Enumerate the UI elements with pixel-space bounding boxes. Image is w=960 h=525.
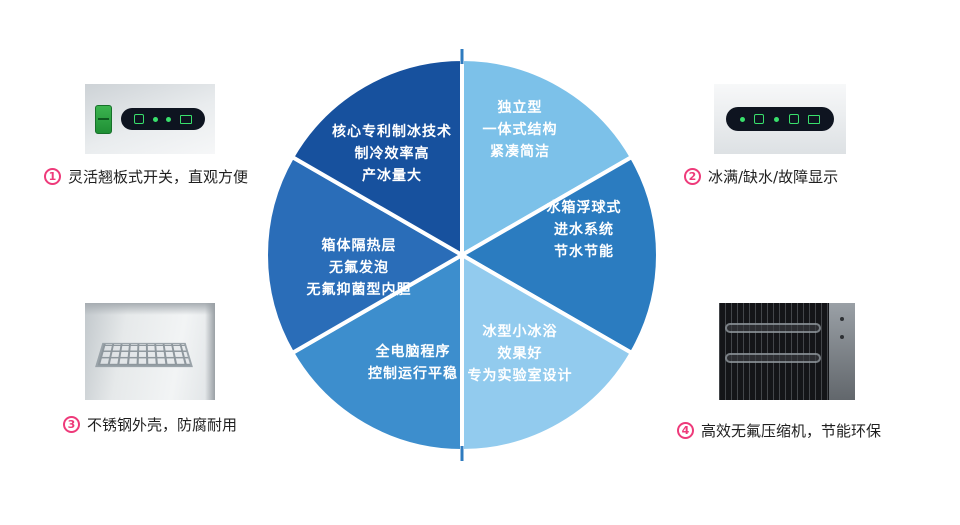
pipe-icon	[725, 323, 821, 333]
pie-sector-ice-bath	[460, 253, 634, 453]
green-button-icon	[754, 114, 765, 124]
photo-stainless-interior	[85, 303, 215, 400]
sector-line: 独立型	[497, 100, 543, 116]
green-button-icon	[788, 114, 799, 124]
sector-line: 紧凑简洁	[490, 144, 550, 160]
green-display-icon	[179, 114, 192, 124]
sector-line: 水箱浮球式	[546, 200, 622, 216]
door-edge	[205, 303, 215, 400]
condenser-fins-icon	[719, 303, 829, 400]
feature-number-badge: 1	[44, 168, 61, 185]
sector-line: 效果好	[497, 346, 543, 362]
pie-sector-independent	[460, 57, 634, 257]
sector-line: 进水系统	[554, 222, 614, 238]
wire-shelf-icon	[95, 342, 193, 368]
feature-caption-text: 不锈钢外壳，防腐耐用	[87, 416, 238, 434]
control-panel-strip	[726, 107, 834, 131]
sector-line: 核心专利制冰技术	[332, 124, 452, 140]
photo-compressor	[719, 303, 855, 400]
photo-indicator-panel	[714, 84, 846, 154]
pie-sector-label-independent: 独立型 一体式结构 紧凑简洁	[483, 97, 558, 163]
sector-line: 冰型小冰浴	[482, 324, 558, 340]
feature-caption-text: 冰满/缺水/故障显示	[708, 168, 839, 186]
sector-line: 无氟发泡	[329, 260, 389, 276]
pie-sector-core-tech	[290, 57, 464, 257]
pie-sector-insulation	[264, 155, 464, 355]
pie-sector-water-system	[460, 155, 660, 355]
pie-sector-label-water-system: 水箱浮球式 进水系统 节水节能	[547, 197, 622, 263]
green-indicator-icon	[152, 116, 158, 122]
feature-caption-text: 灵活翘板式开关，直观方便	[68, 168, 249, 186]
rocker-switch-icon	[95, 105, 112, 134]
control-panel-strip	[121, 108, 205, 130]
sector-line: 全电脑程序	[375, 344, 451, 360]
sector-line: 控制运行平稳	[368, 366, 458, 382]
feature-caption-4: 4 高效无氟压缩机，节能环保	[677, 420, 881, 441]
feature-caption-1: 1 灵活翘板式开关，直观方便	[44, 166, 248, 187]
sector-line: 一体式结构	[482, 122, 558, 138]
compressor-side-panel	[829, 303, 855, 400]
green-display-icon	[808, 114, 821, 124]
pie-sector-label-ice-bath: 冰型小冰浴 效果好 专为实验室设计	[468, 321, 573, 387]
feature-pie: 核心专利制冰技术 制冷效率高 产冰量大 独立型 一体式结构 紧凑简洁 水箱浮球式…	[262, 45, 662, 465]
sector-line: 专为实验室设计	[467, 368, 573, 384]
sector-line: 制冷效率高	[354, 146, 430, 162]
pie-sector-label-core-tech: 核心专利制冰技术 制冷效率高 产冰量大	[332, 121, 452, 187]
pie-chart	[264, 49, 660, 461]
green-indicator-icon	[773, 116, 779, 122]
sector-line: 箱体隔热层	[321, 238, 397, 254]
feature-number-badge: 4	[677, 422, 694, 439]
green-indicator-icon	[739, 116, 745, 122]
sector-line: 产冰量大	[362, 168, 422, 184]
green-button-icon	[134, 114, 145, 124]
feature-caption-3: 3 不锈钢外壳，防腐耐用	[63, 414, 237, 435]
feature-number-badge: 2	[684, 168, 701, 185]
pie-sector-label-insulation: 箱体隔热层 无氟发泡 无氟抑菌型内胆	[307, 235, 412, 301]
feature-caption-text: 高效无氟压缩机，节能环保	[701, 422, 882, 440]
pie-sector-computer-control	[290, 253, 464, 453]
pipe-icon	[725, 353, 821, 363]
green-indicator-icon	[166, 116, 172, 122]
pie-sector-label-computer-control: 全电脑程序 控制运行平稳	[368, 341, 458, 385]
feature-caption-2: 2 冰满/缺水/故障显示	[684, 166, 838, 187]
sector-line: 节水节能	[554, 244, 614, 260]
feature-number-badge: 3	[63, 416, 80, 433]
photo-switch-panel	[85, 84, 215, 154]
sector-line: 无氟抑菌型内胆	[306, 282, 412, 298]
